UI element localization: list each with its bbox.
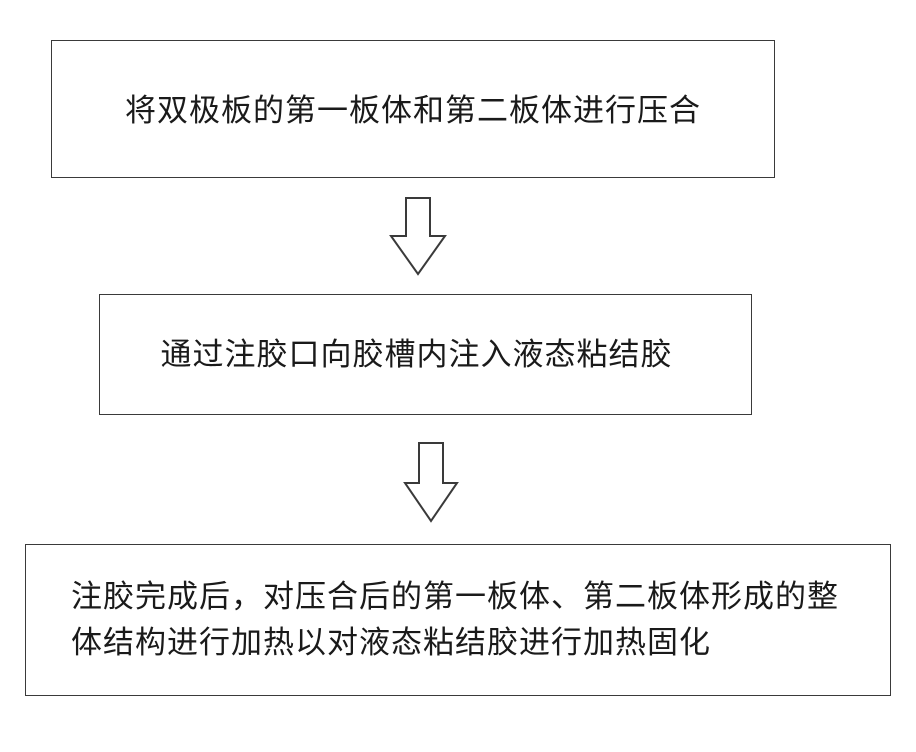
- flow-step-3-box: 注胶完成后，对压合后的第一板体、第二板体形成的整体结构进行加热以对液态粘结胶进行…: [25, 544, 891, 696]
- flow-step-1-box: 将双极板的第一板体和第二板体进行压合: [51, 40, 775, 178]
- down-arrow-icon: [403, 441, 459, 523]
- flow-step-1-text: 将双极板的第一板体和第二板体进行压合: [125, 88, 701, 134]
- down-arrow-icon: [389, 196, 447, 276]
- flow-step-3-text: 注胶完成后，对压合后的第一板体、第二板体形成的整体结构进行加热以对液态粘结胶进行…: [71, 574, 870, 666]
- flow-step-2-box: 通过注胶口向胶槽内注入液态粘结胶: [99, 294, 752, 415]
- flow-step-2-text: 通过注胶口向胶槽内注入液态粘结胶: [161, 332, 673, 378]
